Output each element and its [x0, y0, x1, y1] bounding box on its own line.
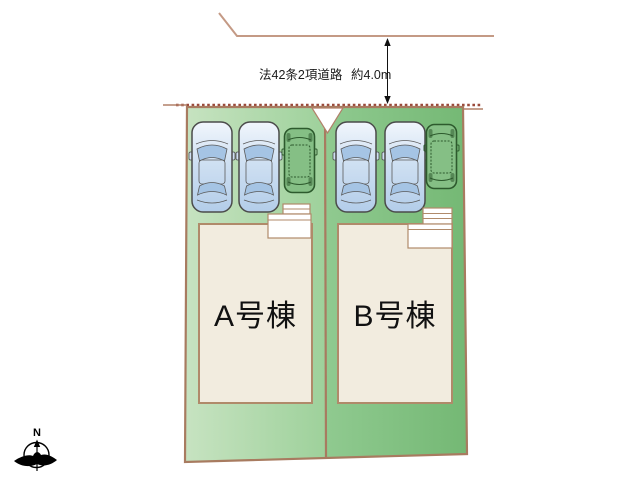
building-a-entrance-steps — [267, 203, 312, 239]
plot-divider-line — [323, 106, 328, 459]
compass-north-label: N — [33, 427, 41, 439]
road-edge-line — [218, 12, 494, 37]
building-b-entrance-steps — [407, 207, 453, 249]
plot-a-sedan-car-1 — [188, 121, 236, 213]
building-b — [337, 223, 453, 404]
site-outline — [183, 105, 469, 464]
road-width-label: 約4.0m — [351, 68, 392, 82]
building-b-label: B号棟 — [353, 300, 437, 333]
building-a — [198, 223, 313, 404]
driveway-notch — [310, 107, 345, 135]
plot-b-sedan-car-2 — [381, 121, 429, 213]
road-type-label: 法42条2項道路 — [259, 68, 343, 82]
compass-bird-silhouette — [14, 452, 57, 467]
plot-b-compact-car — [423, 123, 460, 190]
plot-a-compact-car — [281, 127, 318, 194]
road-width-dimension-arrow — [384, 38, 391, 104]
plot-b-sedan-car-1 — [332, 121, 380, 213]
plot-a-sedan-car-2 — [235, 121, 283, 213]
building-a-label: A号棟 — [213, 300, 297, 333]
compass-icon — [14, 439, 57, 471]
